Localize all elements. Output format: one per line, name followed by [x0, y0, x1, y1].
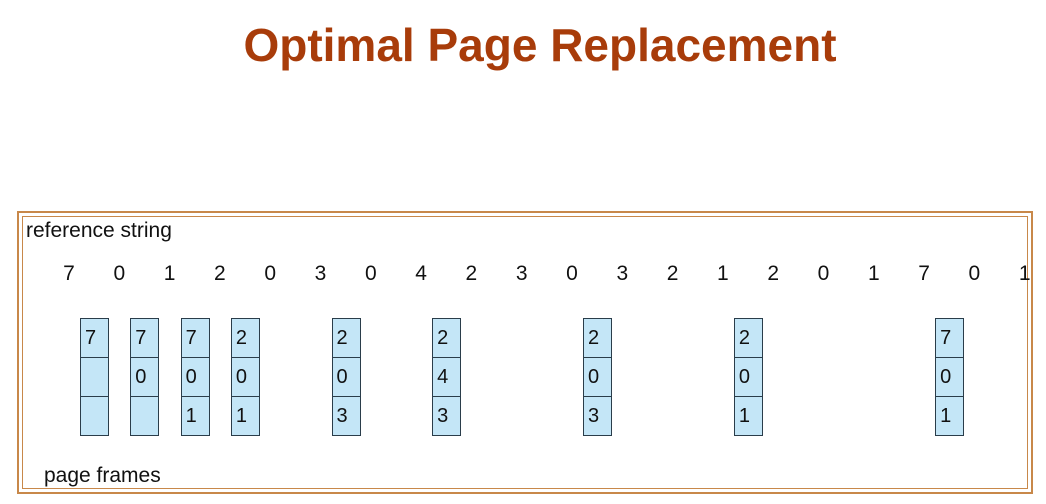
reference-number: 2: [214, 262, 226, 285]
frame-cell: 7: [180, 318, 210, 358]
frame-cell: 0: [331, 357, 361, 397]
diagram-outer-border: [17, 211, 1033, 494]
frame-cell: [130, 396, 160, 436]
reference-number: 3: [515, 262, 528, 285]
reference-number: 0: [968, 262, 981, 285]
frame-cell: 0: [230, 357, 260, 397]
frame-cell: 0: [733, 357, 763, 397]
frame-cell: 0: [583, 357, 612, 397]
frame-cell: 7: [80, 318, 109, 358]
frame-cell: 1: [180, 396, 210, 436]
frame-cell: [80, 357, 109, 397]
frame-cell: 3: [583, 396, 612, 436]
frame-cell: 2: [733, 318, 763, 358]
frame-cell: 3: [331, 396, 361, 436]
reference-number: 1: [717, 262, 729, 285]
frame-cell: [80, 396, 109, 436]
reference-number: 2: [767, 262, 780, 285]
reference-number: 4: [415, 262, 427, 285]
reference-number: 1: [1018, 262, 1031, 285]
frame-cell: 2: [583, 318, 612, 358]
frame-cell: 1: [935, 396, 965, 436]
frame-cell: 2: [432, 318, 462, 358]
reference-number: 3: [616, 262, 629, 285]
reference-number: 7: [918, 262, 930, 285]
frame-cell: 7: [935, 318, 965, 358]
page-frames-label: page frames: [44, 464, 161, 487]
reference-number: 3: [314, 262, 327, 285]
reference-number: 1: [867, 262, 880, 285]
frame-cell: 2: [331, 318, 361, 358]
frame-cell: 2: [230, 318, 260, 358]
frame-cell: 1: [230, 396, 260, 436]
page-title: Optimal Page Replacement: [243, 19, 837, 71]
frame-column: 7: [80, 318, 109, 436]
frame-cell: 3: [432, 396, 462, 436]
frame-cell: 4: [432, 357, 462, 397]
reference-number: 0: [264, 262, 277, 285]
frame-cell: 1: [733, 396, 763, 436]
reference-number: 0: [364, 262, 377, 285]
diagram-inner-border: [22, 216, 1028, 489]
reference-number: 2: [666, 262, 679, 285]
frame-cell: 0: [935, 357, 965, 397]
reference-number: 1: [163, 262, 176, 285]
frame-cell: 0: [130, 357, 160, 397]
reference-number: 0: [817, 262, 830, 285]
reference-number: 0: [566, 262, 578, 285]
reference-number: 0: [113, 262, 126, 285]
reference-string-label: reference string: [26, 219, 172, 242]
reference-number: 2: [465, 262, 478, 285]
frame-cell: 7: [130, 318, 160, 358]
reference-number: 7: [63, 262, 75, 285]
frame-cell: 0: [180, 357, 210, 397]
